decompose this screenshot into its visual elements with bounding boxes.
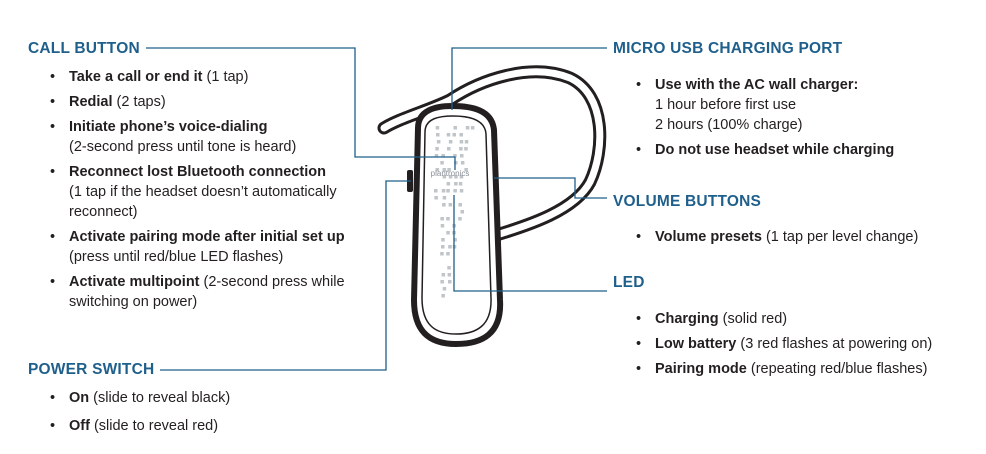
pattern-dot bbox=[446, 252, 450, 256]
volume-buttons-heading: VOLUME BUTTONS bbox=[613, 193, 766, 211]
pattern-dot bbox=[459, 175, 464, 179]
pattern-dot bbox=[440, 217, 444, 221]
pattern-dot bbox=[440, 252, 444, 256]
pattern-dot bbox=[459, 147, 463, 151]
pattern-dot bbox=[452, 133, 456, 137]
led-list: Charging (solid red) Low battery (3 red … bbox=[634, 309, 979, 384]
list-item: Use with the AC wall charger:1 hour befo… bbox=[634, 75, 964, 135]
list-item: Activate multipoint (2-second press whil… bbox=[48, 272, 359, 312]
pattern-dot bbox=[446, 189, 450, 193]
pattern-dot bbox=[447, 168, 451, 172]
pattern-dot bbox=[464, 168, 468, 172]
pattern-dot bbox=[459, 133, 463, 137]
callout-led bbox=[453, 195, 607, 292]
pattern-dot bbox=[454, 161, 458, 165]
pattern-dot bbox=[447, 266, 451, 270]
volume-buttons-list: Volume presets (1 tap per level change) bbox=[634, 227, 974, 252]
list-item: Pairing mode (repeating red/blue flashes… bbox=[634, 359, 979, 379]
pattern-dot bbox=[446, 217, 450, 221]
micro-usb-heading: MICRO USB CHARGING PORT bbox=[613, 40, 847, 58]
pattern-dot bbox=[447, 273, 452, 277]
pattern-dot bbox=[442, 196, 447, 200]
pattern-dot bbox=[448, 245, 452, 249]
pattern-dot bbox=[434, 196, 438, 200]
pattern-dot bbox=[441, 273, 446, 277]
callout-micro-usb bbox=[451, 47, 607, 110]
pattern-dot bbox=[436, 133, 440, 137]
list-item: Initiate phone’s voice-dialing(2-second … bbox=[48, 117, 388, 157]
pattern-dot bbox=[447, 147, 451, 151]
list-item: Volume presets (1 tap per level change) bbox=[634, 227, 974, 247]
list-item: Low battery (3 red flashes at powering o… bbox=[634, 334, 979, 354]
pattern-dot bbox=[453, 154, 457, 158]
pattern-dot bbox=[442, 203, 446, 207]
pattern-dot bbox=[448, 203, 453, 207]
list-item: Activate pairing mode after initial set … bbox=[48, 227, 388, 267]
pattern-dot bbox=[460, 210, 464, 214]
pattern-dot bbox=[446, 182, 451, 186]
pattern-dot bbox=[434, 189, 438, 193]
pattern-dot bbox=[454, 182, 458, 186]
pattern-dot bbox=[458, 182, 463, 186]
callout-power-switch bbox=[160, 180, 411, 371]
pattern-dot bbox=[442, 287, 447, 291]
pattern-dot bbox=[459, 189, 464, 193]
pattern-dot bbox=[464, 140, 469, 144]
pattern-dot bbox=[454, 175, 458, 179]
pattern-dot bbox=[440, 224, 445, 228]
list-item: On (slide to reveal black) bbox=[48, 388, 368, 408]
pattern-dot bbox=[436, 140, 441, 144]
pattern-dot bbox=[453, 189, 457, 193]
power-switch-heading: POWER SWITCH bbox=[28, 361, 159, 379]
pattern-dot bbox=[435, 168, 439, 172]
pattern-dot bbox=[453, 238, 457, 242]
pattern-dot bbox=[442, 175, 447, 179]
power-switch-list: On (slide to reveal black) Off (slide to… bbox=[48, 388, 368, 441]
pattern-dot bbox=[458, 203, 462, 207]
pattern-dot bbox=[470, 126, 475, 130]
list-item: Off (slide to reveal red) bbox=[48, 416, 368, 436]
pattern-dot bbox=[435, 147, 439, 151]
pattern-dot bbox=[441, 189, 446, 193]
call-button-heading: CALL BUTTON bbox=[28, 40, 144, 58]
pattern-dot bbox=[435, 126, 440, 130]
pattern-dot bbox=[458, 217, 462, 221]
list-item: Take a call or end it (1 tap) bbox=[48, 67, 388, 87]
pattern-dot bbox=[440, 280, 444, 284]
pattern-dot bbox=[448, 140, 453, 144]
led-heading: LED bbox=[613, 274, 649, 292]
pattern-dot bbox=[441, 238, 445, 242]
pattern-dot bbox=[441, 245, 445, 249]
pattern-dot bbox=[441, 294, 445, 298]
pattern-dot bbox=[460, 161, 465, 165]
pattern-dot bbox=[441, 154, 445, 158]
micro-usb-list: Use with the AC wall charger:1 hour befo… bbox=[634, 75, 964, 165]
list-item: Reconnect lost Bluetooth connection(1 ta… bbox=[48, 162, 388, 222]
pattern-dot bbox=[465, 126, 470, 130]
callout-call-button bbox=[146, 47, 456, 170]
list-item: Charging (solid red) bbox=[634, 309, 979, 329]
pattern-dot bbox=[453, 126, 457, 130]
pattern-dot bbox=[434, 154, 439, 158]
pattern-dot bbox=[460, 154, 464, 158]
headset-body bbox=[410, 102, 504, 348]
call-button-list: Take a call or end it (1 tap) Redial (2 … bbox=[48, 67, 388, 317]
pattern-dot bbox=[440, 161, 444, 165]
brand-logo: plantronics bbox=[431, 169, 470, 178]
callout-volume-buttons bbox=[494, 177, 607, 199]
list-item: Redial (2 taps) bbox=[48, 92, 388, 112]
pattern-dot bbox=[448, 280, 452, 284]
pattern-dot bbox=[464, 147, 468, 151]
pattern-dot bbox=[446, 133, 451, 137]
pattern-dot bbox=[446, 231, 450, 235]
pattern-dot bbox=[459, 140, 464, 144]
pattern-dot bbox=[442, 168, 446, 172]
pattern-dot bbox=[448, 175, 453, 179]
list-item: Do not use headset while charging bbox=[634, 140, 964, 160]
